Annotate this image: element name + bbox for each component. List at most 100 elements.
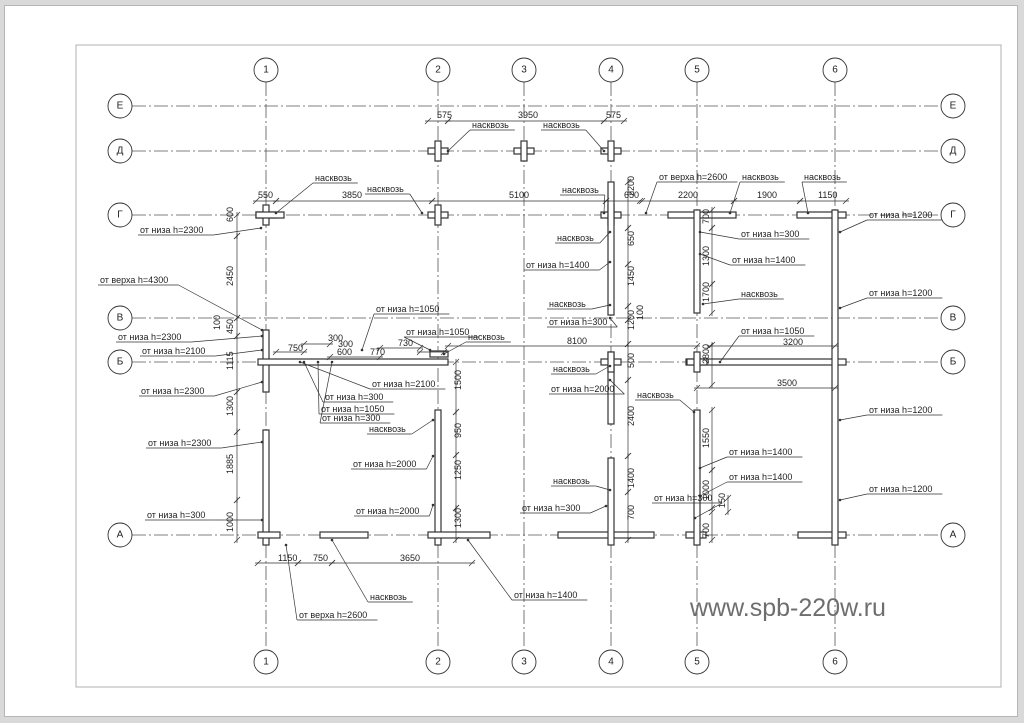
leader-line bbox=[447, 129, 471, 152]
leader-line bbox=[299, 361, 371, 390]
leader-dot bbox=[838, 418, 842, 422]
axis-label-row: Г bbox=[117, 210, 123, 221]
dimension-value: 450 bbox=[225, 319, 235, 334]
leader-dot bbox=[260, 328, 264, 332]
annotation-note: насквозь bbox=[557, 233, 594, 243]
leader-dot bbox=[442, 352, 446, 356]
leader-line bbox=[609, 379, 625, 395]
axis-bubble-col: 6 bbox=[822, 649, 848, 675]
dim-tick bbox=[624, 488, 632, 496]
axis-label-col: 4 bbox=[608, 657, 614, 668]
axis-bubble-row: В bbox=[107, 305, 133, 331]
dimension-value: 1885 bbox=[225, 454, 235, 474]
axis-bubble-row: Е bbox=[107, 93, 133, 119]
leader-line bbox=[839, 297, 868, 309]
wall-segment bbox=[667, 211, 737, 219]
annotation-note: от низа h=1400 bbox=[526, 260, 589, 270]
wall-segment bbox=[429, 350, 449, 358]
dimension-value: 3950 bbox=[518, 110, 538, 120]
axis-label-col: 6 bbox=[832, 657, 838, 668]
axis-label-row: Е bbox=[117, 101, 124, 112]
axis-bubble-col: 4 bbox=[598, 649, 624, 675]
leader-dot bbox=[701, 302, 705, 306]
leader-dot bbox=[259, 226, 263, 230]
leader-line bbox=[699, 253, 731, 266]
wall-segment bbox=[319, 531, 369, 539]
leader-dot bbox=[431, 418, 435, 422]
leader-dot bbox=[602, 211, 606, 215]
axis-bubble-row: Е bbox=[940, 93, 966, 119]
dimension-value: 650 bbox=[626, 231, 636, 246]
leader-line bbox=[403, 336, 431, 351]
dim-tick bbox=[444, 117, 452, 125]
dim-tick bbox=[624, 316, 632, 324]
leader-line bbox=[317, 361, 320, 415]
drawing-frame bbox=[75, 44, 1002, 688]
axis-label-row: В bbox=[950, 313, 957, 324]
dimension-value: 750 bbox=[288, 343, 303, 353]
wall-segment bbox=[693, 209, 701, 314]
axis-bubble-row: Д bbox=[940, 138, 966, 164]
dimension-value: 1500 bbox=[453, 370, 463, 390]
annotation-note: насквозь bbox=[742, 172, 779, 182]
leader-line bbox=[694, 502, 723, 519]
dim-tick bbox=[600, 117, 608, 125]
dimension-value: 3650 bbox=[400, 553, 420, 563]
axis-bubble-col: 1 bbox=[253, 649, 279, 675]
leader-dot bbox=[431, 503, 435, 507]
annotation-note: насквозь bbox=[804, 172, 841, 182]
leader-dot bbox=[420, 211, 424, 215]
leader-line bbox=[426, 455, 434, 470]
leader-line bbox=[595, 485, 611, 491]
leader-dot bbox=[284, 543, 288, 547]
dim-tick bbox=[624, 536, 632, 544]
dim-tick bbox=[233, 388, 241, 396]
leader-dot bbox=[608, 316, 612, 320]
leader-line bbox=[590, 505, 607, 514]
dim-tick bbox=[233, 211, 241, 219]
axis-bubble-col: 4 bbox=[598, 57, 624, 83]
leader-line bbox=[319, 361, 333, 424]
annotation-note: насквозь bbox=[472, 120, 509, 130]
leader-dot bbox=[692, 410, 696, 414]
leader-line bbox=[331, 539, 369, 603]
dim-tick bbox=[233, 314, 241, 322]
dimension-value: 700 bbox=[626, 505, 636, 520]
annotation-note: от низа h=300 bbox=[147, 510, 205, 520]
annotation-note: насквозь bbox=[367, 184, 404, 194]
annotation-note: насквозь bbox=[637, 390, 674, 400]
axis-bubble-col: 3 bbox=[511, 57, 537, 83]
dimension-value: 3850 bbox=[342, 190, 362, 200]
axis-bubble-row: Б bbox=[940, 349, 966, 375]
dim-tick bbox=[452, 504, 460, 512]
dimension-value: 1300 bbox=[453, 508, 463, 528]
dim-tick bbox=[638, 197, 646, 205]
dim-tick bbox=[624, 302, 632, 310]
dim-tick bbox=[842, 197, 850, 205]
annotation-note: от низа h=2000 bbox=[551, 384, 614, 394]
axis-label-col: 4 bbox=[608, 65, 614, 76]
axis-label-row: Е bbox=[950, 101, 957, 112]
leader-dot bbox=[608, 260, 612, 264]
annotation-note: от низа h=1400 bbox=[732, 255, 795, 265]
wall-segment bbox=[797, 531, 847, 539]
leader-dot bbox=[608, 364, 612, 368]
leader-dot bbox=[360, 348, 364, 352]
wall-segment bbox=[255, 211, 285, 219]
annotation-note: насквозь bbox=[369, 424, 406, 434]
axis-label-row: А bbox=[950, 530, 957, 541]
dim-tick bbox=[468, 559, 476, 567]
dimension-value: 5100 bbox=[509, 190, 529, 200]
leader-line bbox=[801, 181, 809, 214]
dim-tick bbox=[326, 340, 334, 348]
leader-line bbox=[285, 544, 298, 621]
leader-dot bbox=[330, 360, 334, 364]
dim-tick bbox=[272, 348, 280, 356]
dim-tick bbox=[452, 358, 460, 366]
wall-segment bbox=[427, 531, 491, 539]
annotation-note: от низа h=2100 bbox=[142, 346, 205, 356]
annotation-note: от низа h=2300 bbox=[141, 386, 204, 396]
dimension-value: 100 bbox=[212, 315, 222, 330]
dim-tick bbox=[624, 260, 632, 268]
wall-segment bbox=[257, 358, 449, 366]
